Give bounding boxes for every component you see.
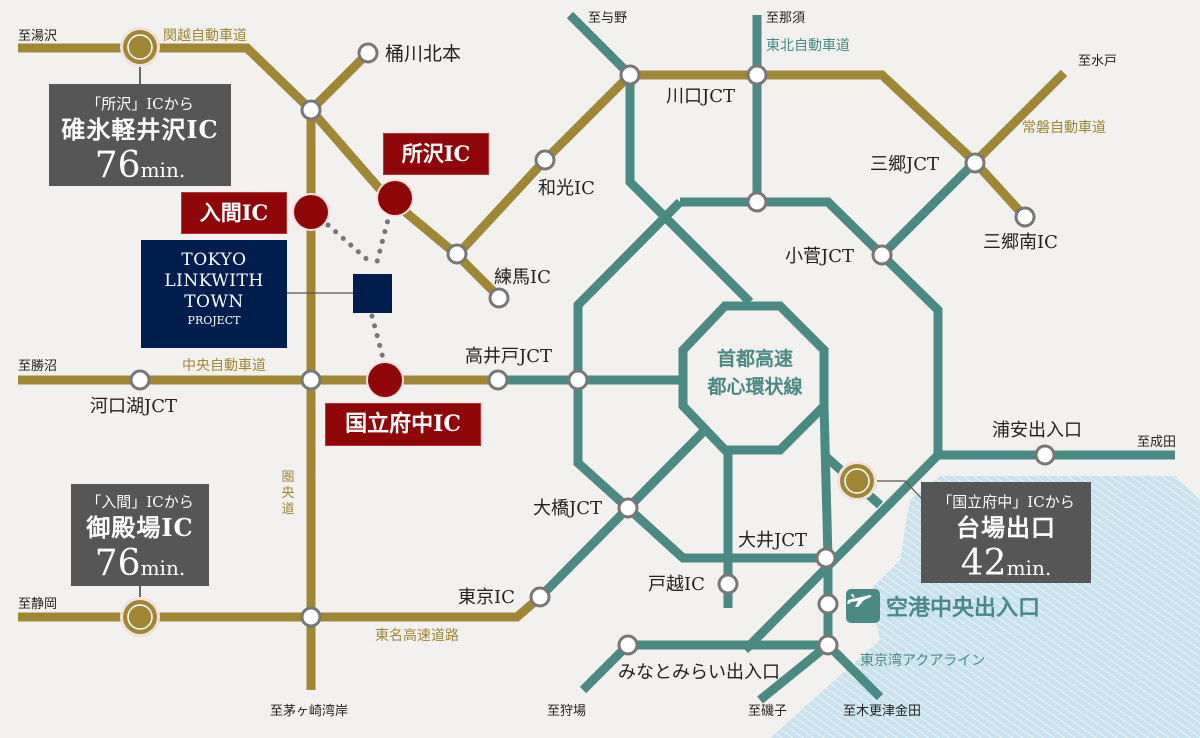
project-line2: LINKWITH	[164, 271, 264, 291]
shuto-ring-label: 首都高速 都心環状線	[690, 345, 820, 401]
airplane-icon	[846, 589, 880, 623]
airport-exit-text: 空港中央出入口	[886, 595, 1041, 621]
dest-kisarazu: 至木更津金田	[843, 703, 921, 719]
info-box-iruma: 「入間」ICから 御殿場IC 76min.	[71, 484, 209, 586]
road-label-ken-o: 圏央道	[281, 470, 295, 517]
project-location-marker	[353, 274, 392, 313]
road-label-chuo: 中央自動車道	[182, 357, 266, 374]
info-from: 「国立府中」ICから	[937, 493, 1075, 511]
info-destination: 台場出口	[956, 513, 1056, 542]
ic-tag-kunitachi-fuchu: 国立府中IC	[325, 403, 481, 446]
label-wako: 和光IC	[538, 178, 595, 199]
label-takaido: 高井戸JCT	[465, 346, 552, 367]
ic-tag-iruma: 入間IC	[181, 192, 287, 234]
road-label-tomei: 東名高速道路	[375, 627, 459, 644]
label-urayasu: 浦安出入口	[992, 420, 1082, 441]
label-tokyo-ic: 東京IC	[458, 587, 515, 608]
dest-isogo: 至磯子	[748, 704, 787, 719]
label-misato-minami: 三郷南IC	[983, 232, 1058, 253]
info-time: 76min.	[94, 145, 186, 186]
label-kosuge: 小菅JCT	[785, 246, 854, 267]
shuto-ring-line1: 首都高速	[716, 348, 793, 370]
road-label-joban: 常磐自動車道	[1022, 119, 1106, 136]
project-line1: TOKYO	[181, 250, 247, 270]
junction-nodes	[129, 42, 1056, 656]
info-time: 42min.	[960, 543, 1052, 584]
road-label-tohoku: 東北自動車道	[766, 37, 850, 54]
info-from: 「所沢」ICから	[86, 95, 194, 113]
label-oi: 大井JCT	[738, 530, 807, 551]
tokyo-bay	[770, 476, 1200, 738]
info-box-tokorozawa: 「所沢」ICから 碓氷軽井沢IC 76min.	[49, 84, 231, 186]
ic-tag-tokorozawa: 所沢IC	[383, 133, 489, 175]
dest-mito: 至水戸	[1078, 54, 1117, 69]
info-from: 「入間」ICから	[86, 493, 194, 511]
label-kawaguchiko: 河口湖JCT	[90, 396, 177, 417]
dest-katsunuma: 至勝沼	[18, 359, 57, 374]
label-togoshi: 戸越IC	[648, 574, 705, 595]
road-label-kanetsu: 関越自動車道	[163, 27, 247, 44]
dest-nasu: 至那須	[766, 11, 805, 26]
label-misato: 三郷JCT	[870, 154, 939, 175]
label-nerima: 練馬IC	[494, 267, 551, 288]
label-minatomirai: みなとみらい出入口	[618, 662, 780, 683]
info-box-kunitachi: 「国立府中」ICから 台場出口 42min.	[921, 482, 1091, 584]
project-line4: PROJECT	[187, 314, 241, 327]
ic-markers	[292, 179, 414, 399]
dest-chigasaki: 至茅ヶ崎湾岸	[270, 703, 348, 719]
label-okegawa: 桶川北本	[385, 43, 461, 65]
road-label-aqualine: 東京湾アクアライン	[860, 652, 985, 669]
info-time: 76min.	[94, 543, 186, 584]
project-connectors	[325, 209, 393, 365]
project-line3: TOWN	[184, 292, 244, 312]
label-kawaguchi: 川口JCT	[666, 86, 735, 107]
info-destination: 御殿場IC	[86, 513, 194, 542]
airport-exit-label: 空港中央出入口	[846, 589, 1040, 623]
dest-yono: 至与野	[588, 11, 627, 26]
label-ohashi: 大橋JCT	[533, 498, 602, 519]
dest-shizuoka: 至静岡	[18, 597, 57, 612]
shuto-ring-line2: 都心環状線	[707, 376, 803, 398]
info-destination: 碓氷軽井沢IC	[61, 115, 219, 144]
project-label-box: TOKYO LINKWITH TOWN PROJECT	[141, 240, 287, 348]
dest-yuzawa: 至湯沢	[18, 29, 57, 44]
dest-narita: 至成田	[1137, 435, 1176, 450]
dest-karibaba: 至狩場	[547, 704, 586, 719]
destination-markers	[120, 27, 877, 637]
